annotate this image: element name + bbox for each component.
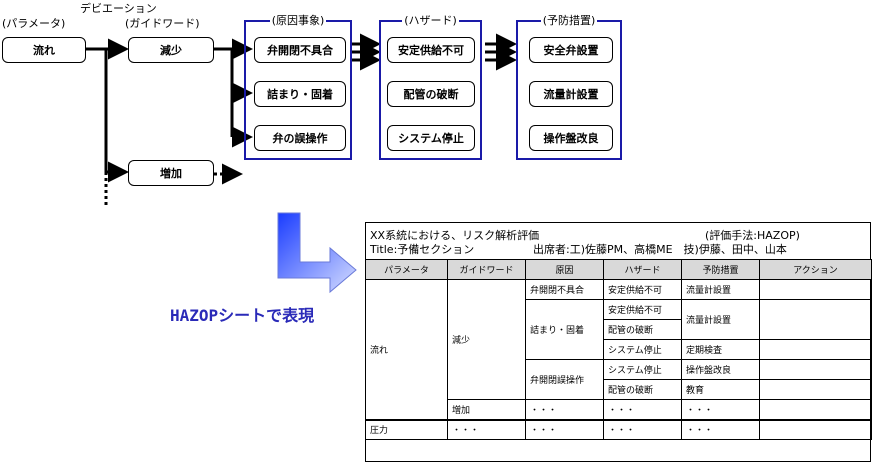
cell-hazard: ・・・ bbox=[603, 399, 682, 420]
prevent-node: 流量計設置 bbox=[529, 81, 613, 107]
cell-cause: 詰まり・固着 bbox=[525, 299, 604, 360]
sheet-title2: Title:予備セクション bbox=[370, 243, 475, 256]
cause-group-title: (原因事象) bbox=[269, 14, 327, 27]
param-node-flow: 流れ bbox=[2, 37, 86, 63]
cell-action bbox=[759, 279, 872, 300]
cell-guide: ・・・ bbox=[447, 419, 526, 440]
parameter-label: (パラメータ) bbox=[2, 17, 66, 30]
cell-action bbox=[759, 359, 872, 380]
column-header: ガイドワード bbox=[447, 259, 526, 280]
cell-action bbox=[759, 419, 872, 440]
cell-prevent: 定期検査 bbox=[681, 339, 760, 360]
cell-action bbox=[759, 299, 872, 340]
cell-prevent: 教育 bbox=[681, 379, 760, 400]
prevent-group: (予防措置) bbox=[516, 14, 622, 160]
cell-prevent: ・・・ bbox=[681, 399, 760, 420]
guide-node-increase: 増加 bbox=[128, 160, 214, 186]
cell-param: 流れ bbox=[365, 279, 448, 420]
cell-hazard: 安定供給不可 bbox=[603, 299, 682, 320]
column-header: ハザード bbox=[603, 259, 682, 280]
cause-node: 弁開閉不具合 bbox=[254, 37, 346, 63]
cell-hazard: ・・・ bbox=[603, 419, 682, 440]
table-row: 増加 ・・・ ・・・ ・・・ bbox=[366, 399, 872, 420]
hazard-group-title: (ハザード) bbox=[402, 14, 459, 27]
cell-param: 圧力 bbox=[365, 419, 448, 440]
cell-guide: 増加 bbox=[447, 399, 526, 420]
hazop-table: パラメータ ガイドワード 原因 ハザード 予防措置 アクション 流れ 減少 弁開… bbox=[365, 259, 872, 440]
cell-hazard: 配管の破断 bbox=[603, 319, 682, 340]
deviation-label: デビエーション bbox=[80, 2, 157, 15]
cell-cause: ・・・ bbox=[525, 399, 604, 420]
caption: HAZOPシートで表現 bbox=[170, 306, 315, 325]
cell-guide: 減少 bbox=[447, 279, 526, 400]
cell-prevent: 流量計設置 bbox=[681, 299, 760, 340]
table-row: 圧力 ・・・ ・・・ ・・・ ・・・ bbox=[365, 419, 872, 440]
cell-hazard: システム停止 bbox=[603, 339, 682, 360]
column-header: パラメータ bbox=[365, 259, 448, 280]
cell-action bbox=[759, 399, 872, 420]
column-header: 原因 bbox=[525, 259, 604, 280]
hazard-group: (ハザード) bbox=[379, 14, 482, 160]
table-row: 詰まり・固着 安定供給不可 流量計設置 bbox=[366, 299, 872, 360]
transform-arrow bbox=[277, 212, 357, 294]
sheet-attendees: 出席者:工)佐藤PM、高橋ME 技)伊藤、田中、山本 bbox=[533, 243, 787, 256]
cell-cause: 弁開閉不具合 bbox=[525, 279, 604, 300]
sheet-method: (評価手法:HAZOP) bbox=[705, 229, 800, 242]
cell-prevent: ・・・ bbox=[681, 419, 760, 440]
table-header-row: パラメータ ガイドワード 原因 ハザード 予防措置 アクション bbox=[365, 259, 872, 280]
guideword-label: (ガイドワード) bbox=[125, 17, 200, 30]
hazard-node: 配管の破断 bbox=[387, 81, 475, 107]
cause-node: 弁の誤操作 bbox=[254, 125, 346, 151]
prevent-group-title: (予防措置) bbox=[540, 14, 598, 27]
cell-hazard: システム停止 bbox=[603, 359, 682, 380]
cell-hazard: 配管の破断 bbox=[603, 379, 682, 400]
sheet-title: XX系統における、リスク解析評価 bbox=[370, 229, 540, 242]
hazard-node: システム停止 bbox=[387, 125, 475, 151]
cell-cause: ・・・ bbox=[525, 419, 604, 440]
cell-hazard: 安定供給不可 bbox=[603, 279, 682, 300]
hazard-node: 安定供給不可 bbox=[387, 37, 475, 63]
column-header: アクション bbox=[759, 259, 872, 280]
cell-prevent: 流量計設置 bbox=[681, 279, 760, 300]
cell-action bbox=[759, 339, 872, 360]
cell-action bbox=[759, 379, 872, 400]
cause-node: 詰まり・固着 bbox=[254, 81, 346, 107]
prevent-node: 安全弁設置 bbox=[529, 37, 613, 63]
guide-node-decrease: 減少 bbox=[128, 37, 214, 63]
prevent-node: 操作盤改良 bbox=[529, 125, 613, 151]
cell-cause: 弁開閉誤操作 bbox=[525, 359, 604, 400]
cell-prevent: 操作盤改良 bbox=[681, 359, 760, 380]
cause-group: (原因事象) bbox=[244, 14, 352, 160]
column-header: 予防措置 bbox=[681, 259, 760, 280]
table-row: 流れ 減少 弁開閉不具合 安定供給不可 流量計設置 bbox=[365, 279, 872, 420]
